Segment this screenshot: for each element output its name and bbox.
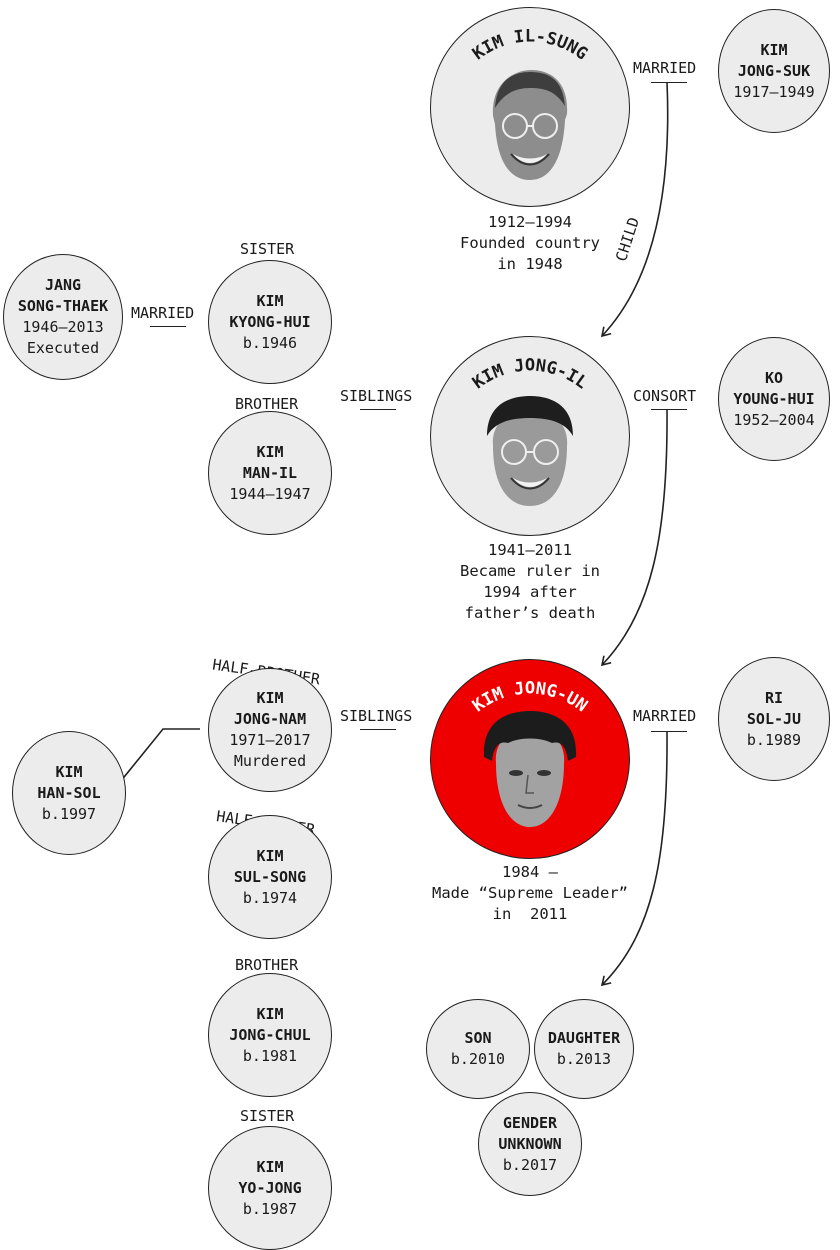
kim-jong-nam-circle: KIM JONG-NAM 1971–2017 Murdered [208, 668, 332, 792]
kim-jong-un-portrait [483, 711, 577, 827]
child-arrow-3 [600, 731, 668, 987]
child-arrow-2 [600, 409, 668, 667]
kim-man-il-circle: KIM MAN-IL 1944–1947 [208, 411, 332, 535]
married-label: MARRIED [633, 59, 697, 77]
ko-young-hui-circle: KO YOUNG-HUI 1952–2004 [718, 337, 830, 461]
brother-role-label: BROTHER [235, 395, 299, 413]
ri-sol-ju-circle: RI SOL-JU b.1989 [718, 657, 830, 781]
kim-il-sung-caption: 1912–1994 Founded country in 1948 [460, 213, 600, 273]
son-circle: SON b.2010 [426, 999, 530, 1099]
siblings-label: SIBLINGS [340, 707, 413, 725]
consort-label: CONSORT [633, 387, 697, 405]
siblings-underline [360, 729, 396, 730]
svg-text:KIM JONG-IL: KIM JONG-IL [469, 356, 591, 394]
kim-jong-il-portrait [487, 396, 573, 506]
daughter-circle: DAUGHTER b.2013 [534, 999, 634, 1099]
kim-yo-jong-circle: KIM YO-JONG b.1987 [208, 1126, 332, 1250]
siblings-underline [360, 409, 396, 410]
kim-jong-il-caption: 1941–2011 Became ruler in 1994 after fat… [460, 541, 600, 622]
kim-jong-il-name: KIM JONG-IL [469, 356, 591, 394]
kim-il-sung-name: KIM IL-SUNG [469, 27, 591, 65]
married-underline [150, 326, 186, 327]
married-label: MARRIED [633, 707, 697, 725]
kim-jong-un-name: KIM JONG-UN [469, 679, 591, 717]
kim-jong-chul-circle: KIM JONG-CHUL b.1981 [208, 973, 332, 1097]
consort-underline [651, 409, 687, 410]
kim-il-sung-portrait [492, 70, 568, 180]
child-arrow-4 [115, 728, 200, 789]
siblings-label: SIBLINGS [340, 387, 413, 405]
married-underline [651, 82, 687, 83]
sister-role-label: SISTER [240, 240, 295, 258]
jang-song-thaek-circle: JANG SONG-THAEK 1946–2013 Executed [3, 254, 123, 380]
svg-text:KIM IL-SUNG: KIM IL-SUNG [469, 27, 591, 65]
married-label: MARRIED [131, 304, 195, 322]
kim-jong-suk-circle: KIM JONG-SUK 1917–1949 [718, 9, 830, 133]
kim-sul-song-circle: KIM SUL-SONG b.1974 [208, 815, 332, 939]
kim-han-sol-circle: KIM HAN-SOL b.1997 [12, 731, 126, 855]
unknown-child-circle: GENDER UNKNOWN b.2017 [478, 1092, 582, 1196]
kim-jong-un-caption: 1984 – Made “Supreme Leader” in 2011 [432, 863, 628, 923]
married-underline [651, 731, 687, 732]
kim-kyong-hui-circle: KIM KYONG-HUI b.1946 [208, 260, 332, 384]
sister-role-label: SISTER [240, 1107, 295, 1125]
brother-role-label: BROTHER [235, 956, 299, 974]
child-arrow-1 [600, 81, 669, 338]
